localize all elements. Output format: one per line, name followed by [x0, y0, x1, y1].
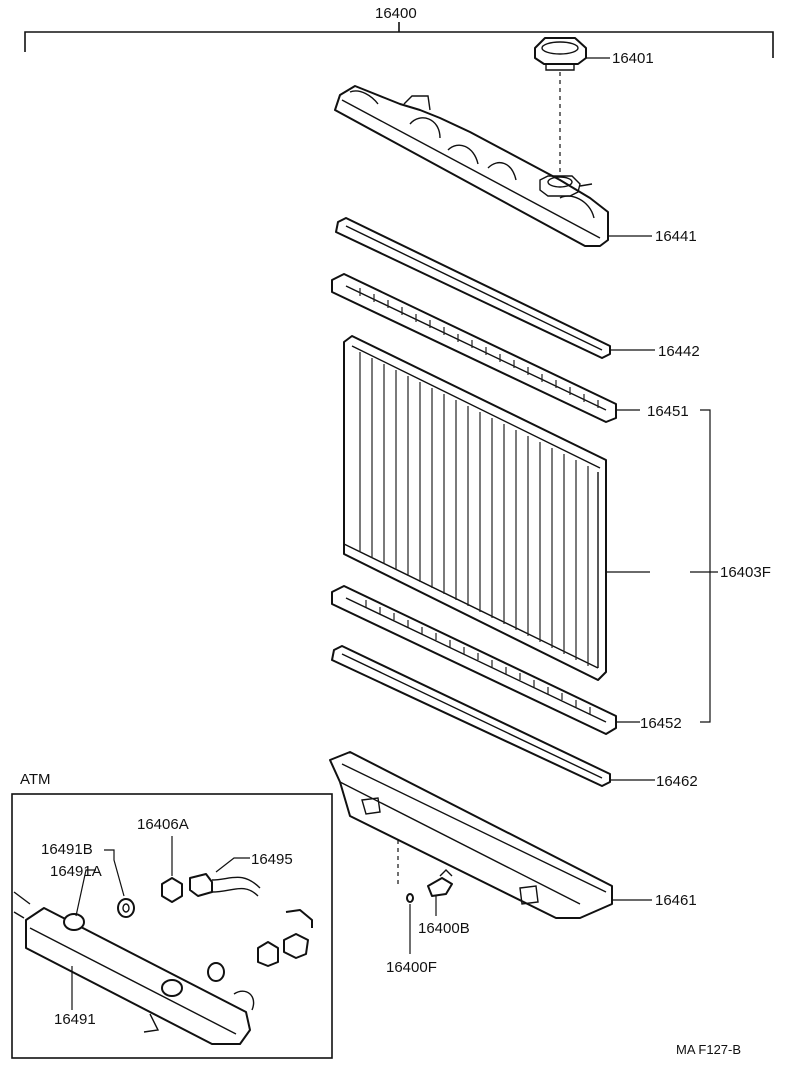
lower-tank — [329, 751, 652, 919]
radiator-core — [343, 335, 650, 681]
label-lower-tank: 16461 — [655, 892, 697, 909]
label-assembly: 16400 — [375, 5, 417, 22]
label-cooler-a: 16491A — [50, 863, 102, 880]
label-oil-cooler: 16491 — [54, 1011, 96, 1028]
label-cap: 16401 — [612, 50, 654, 67]
label-drain-cock: 16400B — [418, 920, 470, 937]
upper-gasket — [335, 217, 655, 359]
label-upper-tank: 16441 — [655, 228, 697, 245]
drain-cock — [427, 869, 453, 916]
drawing-code: MA F127-B — [676, 1042, 741, 1057]
label-lower-gasket: 16462 — [656, 773, 698, 790]
atm-box — [11, 793, 333, 1059]
lower-core-plate — [331, 585, 640, 735]
lower-gasket — [331, 645, 655, 787]
upper-core-plate — [331, 273, 640, 423]
label-atm: ATM — [20, 771, 51, 788]
label-pipe: 16495 — [251, 851, 293, 868]
drain-plug — [397, 840, 414, 954]
label-cooler-b: 16491B — [41, 841, 93, 858]
oil-cooler — [13, 891, 255, 1045]
label-upper-gasket: 16442 — [658, 343, 700, 360]
label-upper-plate: 16451 — [647, 403, 689, 420]
label-washer: 16406A — [137, 816, 189, 833]
label-drain-plug: 16400F — [386, 959, 437, 976]
upper-tank — [334, 85, 652, 247]
atm-fittings — [75, 836, 313, 982]
radiator-cap — [534, 37, 610, 172]
label-lower-plate: 16452 — [640, 715, 682, 732]
core-bracket — [690, 409, 718, 723]
assembly-bracket — [24, 22, 774, 58]
label-core: 16403F — [720, 564, 771, 581]
